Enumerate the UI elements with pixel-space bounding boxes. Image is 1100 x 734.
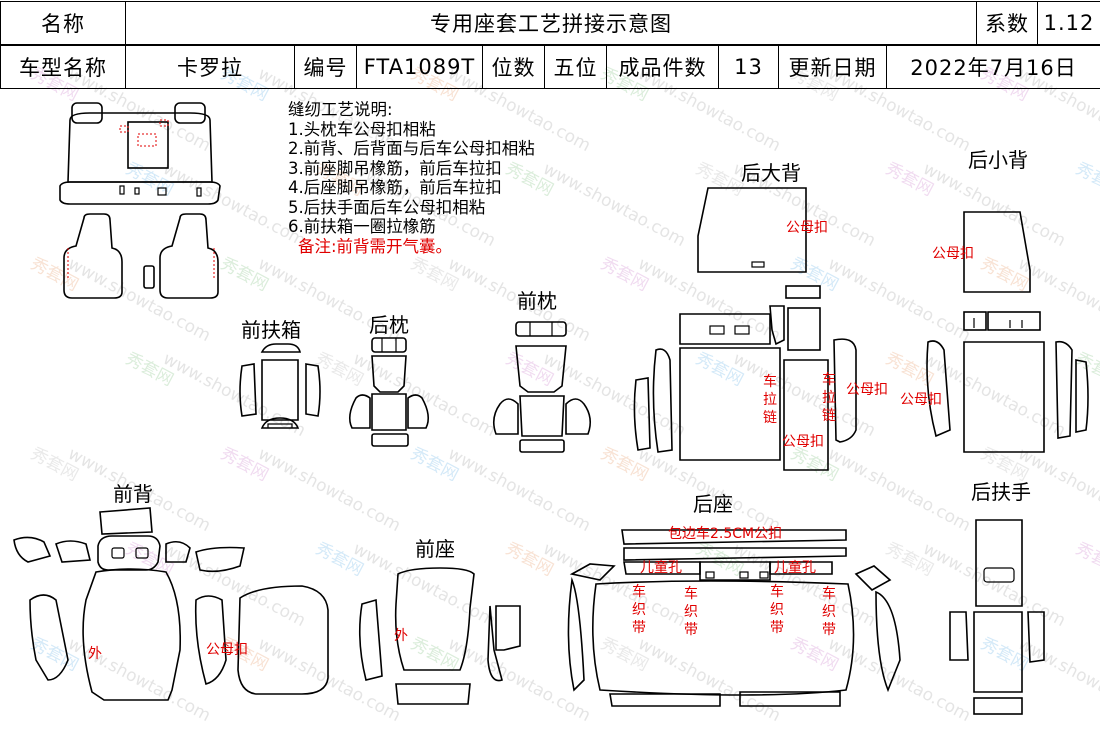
annotation-webbing-char: 带 (822, 622, 836, 638)
label-rear-seat: 后座 (693, 492, 733, 516)
code-label: 编号 (294, 45, 357, 89)
label-rear-armrest: 后扶手 (971, 480, 1031, 504)
annotation-webbing-char: 车 (770, 583, 784, 600)
rear-big-back-pieces (633, 187, 857, 471)
annotation-child-hole: 儿童孔 (774, 559, 816, 576)
annotation-webbing-char: 车 (684, 585, 698, 602)
annotation-zip-char: 车 (822, 371, 836, 388)
annotation-zip-char: 拉 (763, 392, 777, 408)
coef-value: 1.12 (1037, 1, 1100, 45)
note-item: 2.前背、后背面与后车公母扣相粘 (288, 139, 535, 158)
annotation-webbing-char: 织 (684, 604, 698, 620)
seats-label: 位数 (482, 45, 545, 89)
note-item: 6.前扶箱一圈拉橡筋 (288, 217, 436, 236)
notes-remark: 备注:前背需开气囊。 (298, 236, 453, 256)
annotation-outside: 外 (88, 646, 102, 662)
annotation-webbing-char: 织 (770, 602, 784, 618)
annotation-zip-char: 链 (763, 410, 777, 426)
model-label: 车型名称 (0, 45, 126, 89)
label-front-back: 前背 (113, 482, 153, 506)
annotation-webbing-char: 带 (684, 622, 698, 638)
pieces-label: 成品件数 (606, 45, 719, 89)
annotation-zip-char: 车 (763, 373, 777, 390)
date-label: 更新日期 (778, 45, 887, 89)
name-label: 名称 (0, 1, 126, 45)
date-value: 2022年7月16日 (886, 45, 1100, 89)
annotation-webbing-char: 车 (632, 583, 646, 600)
front-back-pieces (13, 507, 329, 701)
note-item: 4.后座脚吊橡筋，前后车拉扣 (288, 178, 502, 197)
rear-small-back-pieces (926, 211, 1089, 453)
note-item: 1.头枕车公母扣相粘 (288, 119, 436, 139)
annotation-snap: 公母扣 (846, 382, 888, 398)
annotation-binding: 包边车2.5CM公扣 (668, 525, 782, 542)
annotation-snap: 公母扣 (782, 434, 824, 450)
coef-label: 系数 (976, 1, 1038, 45)
annotation-snap: 公母扣 (206, 642, 248, 658)
seats-value: 五位 (544, 45, 607, 89)
front-seat-pieces (358, 567, 521, 705)
label-rear-big-back: 后大背 (741, 161, 801, 185)
pieces-value: 13 (718, 45, 779, 89)
sewing-notes: 缝纫工艺说明: 1.头枕车公母扣相粘 2.前背、后背面与后车公母扣相粘 3.前座… (288, 100, 535, 256)
annotation-snap: 公母扣 (900, 392, 942, 408)
code-value: FTA1089T (356, 45, 483, 89)
annotation-outside: 外 (394, 628, 408, 644)
label-rear-headrest: 后枕 (369, 313, 409, 337)
rear-headrest-pieces (348, 337, 430, 447)
front-seats-overview (63, 213, 219, 299)
page-title: 专用座套工艺拼接示意图 (125, 1, 977, 45)
rear-armrest-pieces (949, 519, 1045, 715)
note-item: 3.前座脚吊橡筋，前后车拉扣 (288, 158, 502, 178)
annotation-zip-char: 拉 (822, 390, 836, 406)
red-annotations: 公母扣 公母扣 公母扣 公母扣 公母扣 公母扣 车 拉 链 车 拉 链 包边车2… (88, 220, 974, 662)
label-rear-small-back: 后小背 (968, 148, 1028, 172)
notes-heading: 缝纫工艺说明: (288, 100, 393, 119)
header-table: 名称 专用座套工艺拼接示意图 系数 1.12 车型名称 卡罗拉 编号 FTA10… (0, 0, 1100, 90)
annotation-zip-char: 链 (822, 408, 836, 424)
header-row-1: 名称 专用座套工艺拼接示意图 系数 1.12 (0, 1, 1100, 45)
annotation-webbing-char: 织 (822, 604, 836, 620)
model-value: 卡罗拉 (125, 45, 295, 89)
annotation-webbing-char: 带 (770, 620, 784, 636)
annotation-webbing-char: 车 (822, 585, 836, 602)
annotation-snap: 公母扣 (932, 246, 974, 262)
rear-seat-pieces (567, 529, 901, 707)
annotation-child-hole: 儿童孔 (640, 559, 682, 576)
label-front-armrest-box: 前扶箱 (241, 318, 301, 342)
label-front-headrest: 前枕 (517, 289, 557, 313)
front-headrest-pieces (492, 321, 592, 453)
header-row-2: 车型名称 卡罗拉 编号 FTA1089T 位数 五位 成品件数 13 更新日期 … (0, 45, 1100, 89)
annotation-snap: 公母扣 (786, 220, 828, 236)
note-item: 5.后扶手面后车公母扣相粘 (288, 197, 486, 217)
front-armrest-box-pieces (239, 343, 321, 429)
annotation-webbing-char: 织 (632, 602, 646, 618)
rear-bench-overview (59, 102, 221, 205)
annotation-webbing-char: 带 (632, 620, 646, 636)
label-front-seat: 前座 (415, 537, 455, 561)
